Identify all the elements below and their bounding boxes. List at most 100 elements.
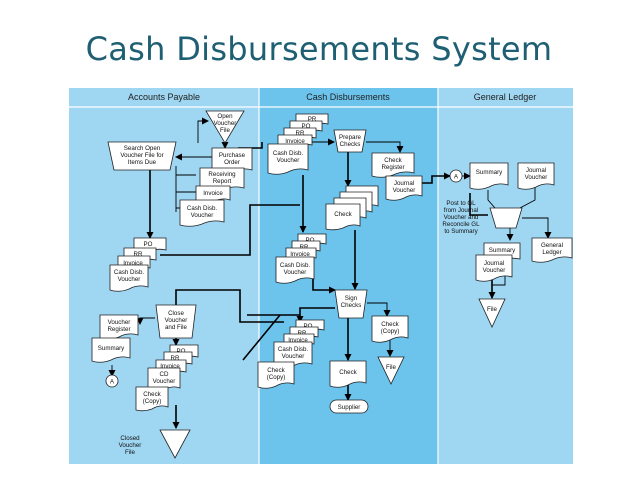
cd-file: File (377, 356, 405, 385)
check-copy-doc: Check (Copy) (371, 315, 409, 343)
doc-invoice: Invoice (290, 251, 310, 258)
doc-cash-disb-voucher: Cash Disb. (278, 346, 309, 353)
doc-rr: RR (296, 130, 305, 137)
doc-po: PO (306, 237, 315, 244)
doc-cash-disb-voucher: Voucher (282, 353, 305, 360)
sign-checks-process: Sign Checks (334, 289, 368, 319)
cd-file-label: File (386, 364, 397, 371)
close-process-label: and File (165, 324, 188, 331)
doc-po: PO (304, 323, 313, 330)
gl-file-label: File (487, 306, 498, 313)
doc-cash-disb-voucher: Voucher (118, 276, 141, 283)
gl-journal-voucher-label: Voucher (483, 267, 506, 274)
gl-summary-doc: Summary (469, 162, 509, 190)
ap-document-stack-bottom: PO RR Invoice CD Voucher Check (Copy) (135, 344, 199, 412)
doc-invoice: Invoice (288, 337, 308, 344)
closed-file-label: File (125, 449, 136, 456)
open-voucher-file: Open Voucher File (205, 110, 245, 144)
sign-process-label: Sign (345, 295, 358, 302)
journal-voucher-label: Journal (394, 180, 414, 187)
lane-title-accounts-payable: Accounts Payable (128, 92, 200, 102)
close-voucher-process: Close Voucher and File (155, 304, 197, 339)
check-copy-label: (Copy) (381, 328, 400, 335)
gl-summary-label: Summary (489, 247, 516, 254)
check-copy-label: Check (381, 321, 399, 328)
doc-cash-disb-voucher: Cash Disb. (273, 150, 304, 157)
gl-file: File (478, 298, 506, 328)
doc-cd-voucher: Voucher (153, 378, 176, 385)
doc-rr: RR (171, 355, 180, 362)
prepare-process-label: Prepare (339, 134, 362, 141)
lane-title-cash-disbursements: Cash Disbursements (306, 92, 390, 102)
flow-lines (108, 117, 552, 429)
general-ledger-label: Ledger (542, 249, 561, 256)
general-ledger-doc: General Ledger (531, 237, 573, 263)
close-process-label: Close (168, 310, 184, 317)
cd-document-stack-mid: PO RR Invoice Cash Disb. Voucher (275, 233, 327, 284)
prepare-process-label: Checks (340, 141, 361, 148)
connector-a-gl: A (449, 169, 463, 183)
doc-invoice: Invoice (123, 260, 143, 267)
doc-cd-voucher: CD (160, 371, 169, 378)
doc-po: PO (177, 348, 186, 355)
open-voucher-file-label: File (220, 127, 231, 134)
voucher-register-label: Voucher (108, 319, 131, 326)
doc-cash-disb-voucher: Voucher (277, 157, 300, 164)
open-voucher-file-label: Open (217, 113, 233, 120)
doc-purchase-order: Order (224, 159, 240, 166)
post-process-label: Voucher and (444, 214, 479, 221)
cd-document-stack-low: PO RR Invoice Cash Disb. Voucher Check (… (257, 319, 325, 389)
gl-summary-label: Summary (476, 169, 503, 176)
sign-process-label: Checks (341, 302, 362, 309)
search-process-label: Items Due (128, 159, 157, 166)
doc-check-copy: (Copy) (143, 398, 162, 405)
gl-output-stack: Summary Journal Voucher (475, 242, 521, 282)
post-process-label: to Summary (444, 228, 478, 235)
close-process-label: Voucher (165, 317, 188, 324)
doc-invoice: Invoice (285, 138, 305, 145)
cd-document-stack-top: PR PO RR Invoice Cash Disb. Voucher (267, 113, 329, 175)
voucher-register-stack: Voucher Register Summary (91, 314, 139, 363)
connector-a-label: A (110, 379, 115, 386)
search-open-voucher-process: Search Open Voucher File for Items Due (107, 141, 177, 171)
closed-file-label: Closed (120, 435, 140, 442)
connector-a-ap: A (105, 374, 119, 388)
doc-check-copy: (Copy) (267, 374, 286, 381)
search-process-label: Search Open (124, 145, 161, 152)
doc-rr: RR (134, 251, 143, 258)
doc-receiving-report: Receiving (208, 171, 236, 178)
post-process-label: Post to GL (446, 200, 476, 207)
doc-cash-disb-voucher: Cash Disb. (187, 205, 218, 212)
check-label: Check (334, 211, 352, 218)
doc-pr: PR (308, 116, 317, 123)
doc-cash-disb-voucher: Voucher (191, 212, 214, 219)
check-register-label: Check (384, 157, 402, 164)
doc-check-copy: Check (267, 367, 285, 374)
voucher-register-label: Register (107, 326, 130, 333)
gl-journal-voucher-label: Voucher (525, 174, 548, 181)
doc-receiving-report: Report (213, 178, 232, 185)
doc-po: PO (302, 123, 311, 130)
ap-document-stack-top: Purchase Order Receiving Report Invoice … (179, 147, 253, 227)
doc-check-copy: Check (143, 391, 161, 398)
check-stack: Check (325, 185, 379, 231)
check-label: Check (339, 369, 357, 376)
gl-journal-voucher-label: Journal (526, 167, 546, 174)
gl-journal-voucher-doc: Journal Voucher (517, 162, 555, 190)
post-to-gl-process: Post to GL from Journal Voucher and Reco… (442, 200, 523, 235)
doc-invoice: Invoice (203, 190, 223, 197)
summary-label: Summary (98, 345, 125, 352)
search-process-label: Voucher File for (120, 152, 163, 159)
supplier-terminal: Supplier (329, 399, 369, 414)
doc-purchase-order: Purchase (219, 152, 246, 159)
closed-voucher-file: Closed Voucher File (119, 429, 191, 459)
general-ledger-label: General (541, 242, 563, 249)
doc-rr: RR (300, 244, 309, 251)
post-process-label: Reconcile GL (442, 221, 480, 228)
doc-cash-disb-voucher: Cash Disb. (280, 262, 311, 269)
page-title: Cash Disbursements System (85, 30, 553, 68)
doc-cash-disb-voucher: Voucher (284, 269, 307, 276)
connector-a-label: A (454, 174, 459, 181)
check-register-doc: Check Register Journal Voucher (371, 152, 423, 201)
